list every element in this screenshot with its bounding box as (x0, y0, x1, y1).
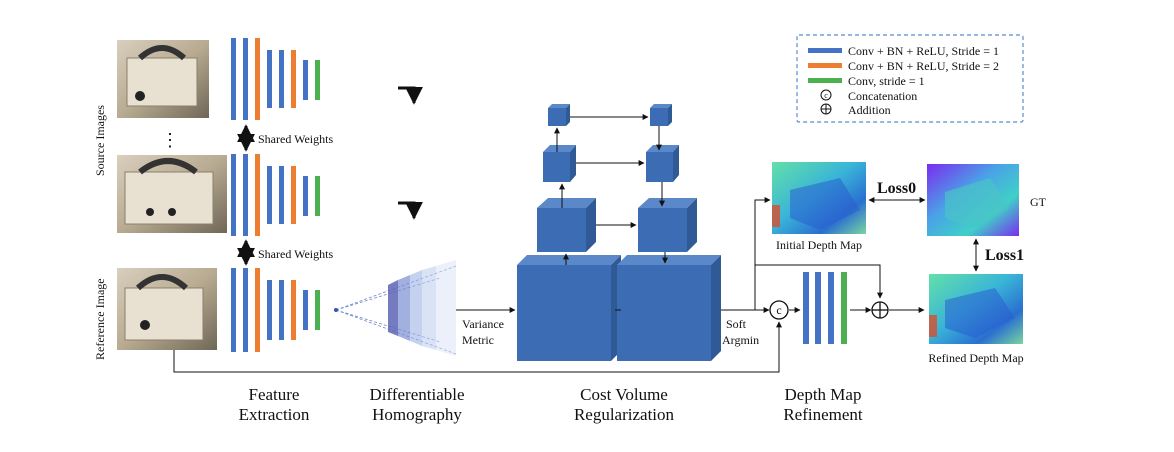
concat-symbol: c (769, 300, 789, 320)
feature-net-source-2 (231, 154, 320, 236)
unet-connections (554, 114, 668, 311)
legend-label-conv: Conv, stride = 1 (848, 74, 925, 88)
softargmin-label-2: Argmin (722, 333, 759, 347)
reference-image (117, 268, 217, 350)
stage-homography-1: Differentiable (369, 385, 464, 404)
variance-metric-label-2: Metric (462, 333, 494, 347)
cost-volume-cube-large-1 (517, 255, 621, 361)
stage-cost-volume-1: Cost Volume (580, 385, 668, 404)
cost-volume-cube-medium-1 (537, 198, 596, 252)
svg-text:c: c (776, 303, 781, 317)
legend-swatch-stride1 (808, 48, 842, 53)
legend-label-addition: Addition (848, 103, 891, 117)
cost-volume-cube-small-1 (543, 145, 576, 182)
feature-net-reference (231, 268, 320, 352)
warp-arrow-1 (398, 86, 423, 105)
cost-volume-cube-tiny-1 (548, 104, 570, 126)
cost-volume-cube-large-2 (617, 255, 721, 361)
variance-metric-label-1: Variance (462, 317, 504, 331)
stage-homography-2: Homography (372, 405, 462, 424)
stage-refinement-2: Refinement (783, 405, 863, 424)
shared-weights-label-1: Shared Weights (258, 132, 333, 146)
legend-swatch-stride2 (808, 63, 842, 68)
legend-swatch-conv (808, 78, 842, 83)
refinement-connectors (173, 197, 925, 373)
initial-depth-map (772, 162, 866, 234)
legend-label-stride2: Conv + BN + ReLU, Stride = 2 (848, 59, 999, 73)
legend-label-concat: Concatenation (848, 89, 917, 103)
cost-volume-cube-tiny-2 (650, 104, 672, 126)
svg-text:c: c (824, 91, 828, 100)
legend-addition-icon (820, 103, 832, 115)
homography-frustum (334, 260, 457, 356)
warp-arrow-2 (398, 201, 423, 220)
softargmin-label-1: Soft (726, 317, 747, 331)
source-ellipsis: ⋮ (161, 130, 179, 150)
legend-concat-icon: c (820, 89, 832, 101)
addition-symbol (871, 301, 889, 319)
stage-cost-volume-2: Regularization (574, 405, 675, 424)
initial-depth-label: Initial Depth Map (776, 238, 862, 252)
refined-depth-label: Refined Depth Map (928, 351, 1023, 365)
refinement-net (803, 272, 847, 344)
shared-weights-label-2: Shared Weights (258, 247, 333, 261)
cost-volume-cube-medium-2 (638, 198, 697, 252)
loss0-label: Loss0 (877, 180, 916, 197)
gt-label: GT (1030, 195, 1047, 209)
cost-volume-cube-small-2 (646, 145, 679, 182)
reference-image-label: Reference Image (93, 278, 107, 360)
refined-depth-map (929, 274, 1023, 344)
source-image-1 (117, 40, 209, 118)
legend: Conv + BN + ReLU, Stride = 1 Conv + BN +… (796, 34, 1024, 123)
legend-label-stride1: Conv + BN + ReLU, Stride = 1 (848, 44, 999, 58)
source-image-2 (117, 155, 227, 233)
feature-net-source-1 (231, 38, 320, 120)
source-images-label: Source Images (93, 105, 107, 176)
stage-feature-extraction-1: Feature (249, 385, 300, 404)
stage-feature-extraction-2: Extraction (239, 405, 310, 424)
stage-refinement-1: Depth Map (785, 385, 862, 404)
loss1-label: Loss1 (985, 247, 1024, 264)
ground-truth-map (927, 164, 1019, 236)
